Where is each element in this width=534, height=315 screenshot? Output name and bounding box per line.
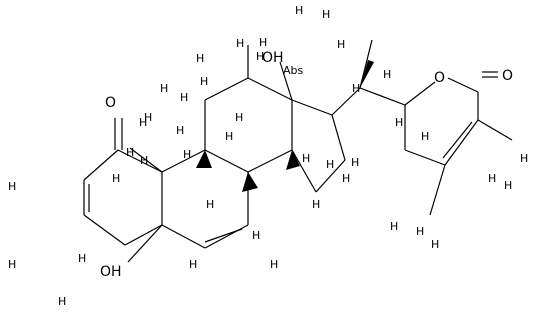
hydroxyl-5-label: OH [100, 264, 122, 280]
hydrogen-label: H [351, 156, 359, 169]
hydrogen-label: H [504, 179, 512, 192]
abs-stereo-label: Abs [283, 64, 304, 77]
hydrogen-label: H [8, 180, 16, 193]
hydrogen-label: H [176, 124, 184, 137]
ring-d [291, 99, 346, 193]
hydrogen-label: H [225, 130, 233, 143]
lactone-ring [404, 71, 513, 216]
ring-b [161, 149, 249, 249]
hydrogen-label: H [206, 198, 214, 211]
hydrogen-label: H [312, 198, 320, 211]
hydrogen-label: H [144, 111, 152, 124]
hydrogen-label: H [337, 38, 345, 51]
hydrogen-label: H [395, 116, 403, 129]
hydrogen-label: H [139, 116, 147, 129]
hydrogen-label: H [488, 172, 496, 185]
hydrogen-label: H [235, 111, 243, 124]
hydrogen-label: H [236, 37, 244, 50]
hydrogen-label: H [270, 258, 278, 271]
hydrogen-label: H [259, 36, 267, 49]
ring-a [83, 118, 163, 246]
hydrogen-label: H [140, 154, 148, 167]
hydrogen-label: H [112, 172, 120, 185]
hydrogen-label: H [342, 172, 350, 185]
hydrogen-label: H [256, 50, 264, 63]
hydrogen-label: H [322, 8, 330, 21]
explicit-hydrogens: H H H H H H H H H H H H H H H H H H H H … [8, 4, 528, 308]
hydrogen-label: H [416, 225, 424, 238]
hydrogen-label: H [421, 130, 429, 143]
hydrogen-label: H [252, 229, 260, 242]
substituents [127, 45, 293, 263]
hydrogen-label: H [302, 152, 310, 165]
hydrogen-label: H [200, 75, 208, 88]
hydrogen-label: H [390, 220, 398, 233]
hydrogen-label: H [160, 82, 168, 95]
ring-oxygen-label: O [434, 70, 445, 86]
side-chain [331, 39, 406, 116]
hydrogen-label: H [8, 258, 16, 271]
hydrogen-label: H [196, 52, 204, 65]
hydroxyl-17-label: OH [262, 50, 284, 66]
ring-c [204, 77, 293, 173]
hydrogen-label: H [295, 4, 303, 17]
hydrogen-label: H [58, 295, 66, 308]
ketone-oxygen-label: O [105, 95, 116, 111]
hydrogen-label: H [189, 258, 197, 271]
hydrogen-label: H [383, 68, 391, 81]
hydrogen-label: H [520, 152, 528, 165]
hydrogen-label: H [78, 252, 86, 265]
hydrogen-label: H [180, 91, 188, 104]
hydrogen-label: H [126, 146, 134, 159]
stereo-wedges [196, 60, 374, 192]
lactone-carbonyl-oxygen-label: O [502, 68, 513, 84]
hydrogen-label: H [326, 158, 334, 171]
hydrogen-label: H [352, 82, 360, 95]
hydrogen-label: H [183, 148, 191, 161]
hydrogen-label: H [431, 238, 439, 251]
